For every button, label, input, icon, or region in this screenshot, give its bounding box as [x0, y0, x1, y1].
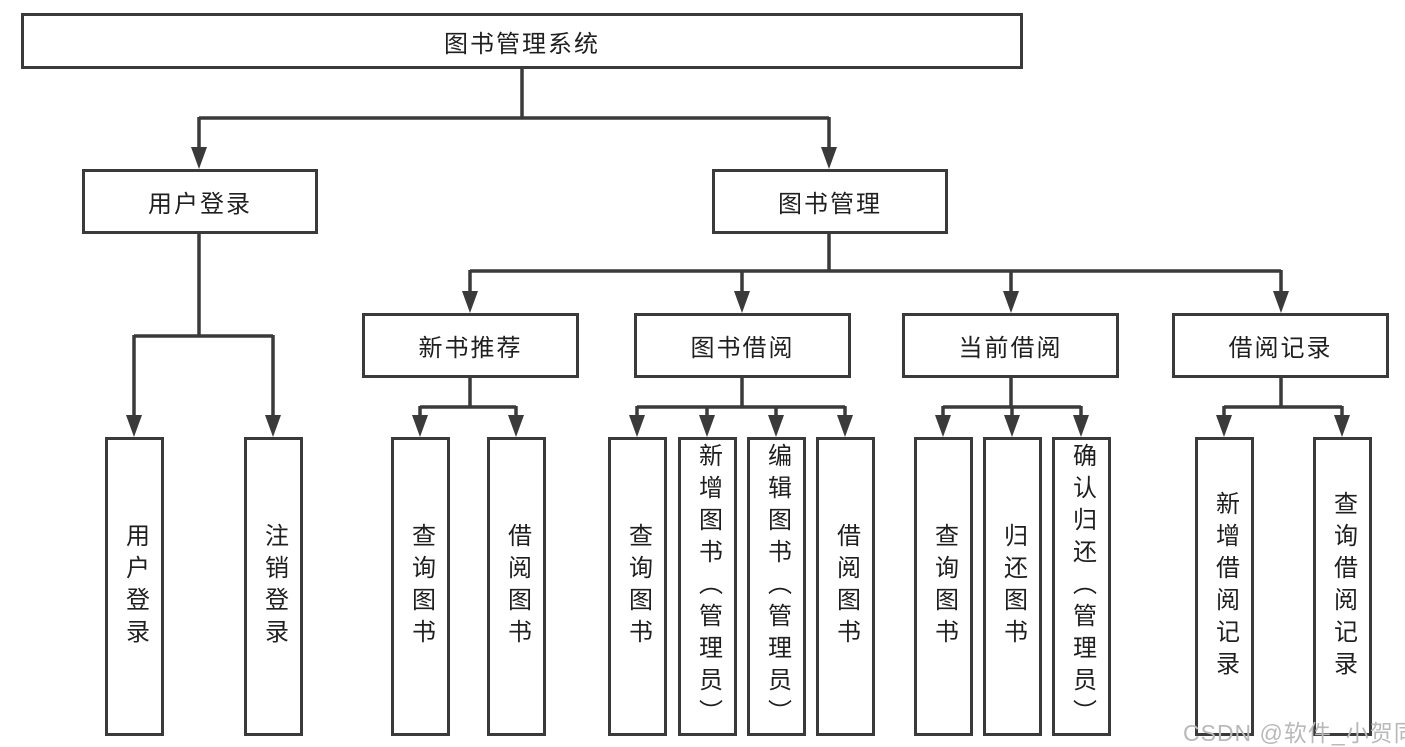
leaf-query-books-1: 查询图书 [391, 437, 450, 736]
leaf-confirm-return-admin-label: 确认归还（管理员） [1068, 442, 1096, 731]
leaf-add-borrow-record-label: 新增借阅记录 [1211, 490, 1239, 683]
leaf-add-borrow-record: 新增借阅记录 [1195, 437, 1254, 736]
node-borrowing-records: 借阅记录 [1172, 313, 1389, 378]
leaf-logout: 注销登录 [244, 437, 303, 736]
leaf-borrow-books-1-label: 借阅图书 [503, 522, 531, 651]
node-current-borrowing-label: 当前借阅 [958, 335, 1063, 362]
leaf-borrow-books-1: 借阅图书 [487, 437, 546, 736]
leaf-user-login: 用户登录 [105, 437, 164, 736]
leaf-confirm-return-admin: 确认归还（管理员） [1052, 437, 1111, 736]
leaf-edit-books-admin-label: 编辑图书（管理员） [763, 442, 791, 731]
node-book-management-label: 图书管理 [778, 191, 882, 218]
leaf-user-login-label: 用户登录 [121, 522, 149, 651]
leaf-edit-books-admin: 编辑图书（管理员） [747, 437, 806, 736]
node-new-book-recommend: 新书推荐 [362, 313, 579, 378]
leaf-add-books-admin: 新增图书（管理员） [678, 437, 737, 736]
leaf-query-books-1-label: 查询图书 [407, 522, 435, 651]
leaf-return-books-label: 归还图书 [999, 522, 1027, 651]
leaf-borrow-books-2: 借阅图书 [816, 437, 875, 736]
csdn-watermark: CSDN @软件_小贺同学 [1183, 720, 1405, 746]
leaf-return-books: 归还图书 [983, 437, 1042, 736]
leaf-query-books-2-label: 查询图书 [624, 522, 652, 651]
node-current-borrowing: 当前借阅 [902, 313, 1119, 378]
leaf-query-books-3-label: 查询图书 [930, 522, 958, 651]
leaf-query-borrow-record: 查询借阅记录 [1313, 437, 1372, 736]
leaf-query-books-3: 查询图书 [914, 437, 973, 736]
node-user-login: 用户登录 [82, 169, 318, 234]
leaf-borrow-books-2-label: 借阅图书 [832, 522, 860, 651]
node-book-management: 图书管理 [712, 169, 948, 234]
node-root-label: 图书管理系统 [444, 30, 600, 58]
node-borrowing-records-label: 借阅记录 [1228, 335, 1333, 362]
node-book-borrowing: 图书借阅 [634, 313, 851, 378]
node-book-borrowing-label: 图书借阅 [690, 335, 795, 362]
leaf-query-borrow-record-label: 查询借阅记录 [1329, 490, 1357, 683]
leaf-query-books-2: 查询图书 [608, 437, 667, 736]
arrowheads [126, 147, 1350, 437]
node-new-book-recommend-label: 新书推荐 [418, 335, 523, 362]
leaf-logout-label: 注销登录 [260, 522, 288, 651]
node-user-login-label: 用户登录 [148, 191, 252, 218]
node-root: 图书管理系统 [21, 13, 1023, 69]
leaf-add-books-admin-label: 新增图书（管理员） [694, 442, 722, 731]
